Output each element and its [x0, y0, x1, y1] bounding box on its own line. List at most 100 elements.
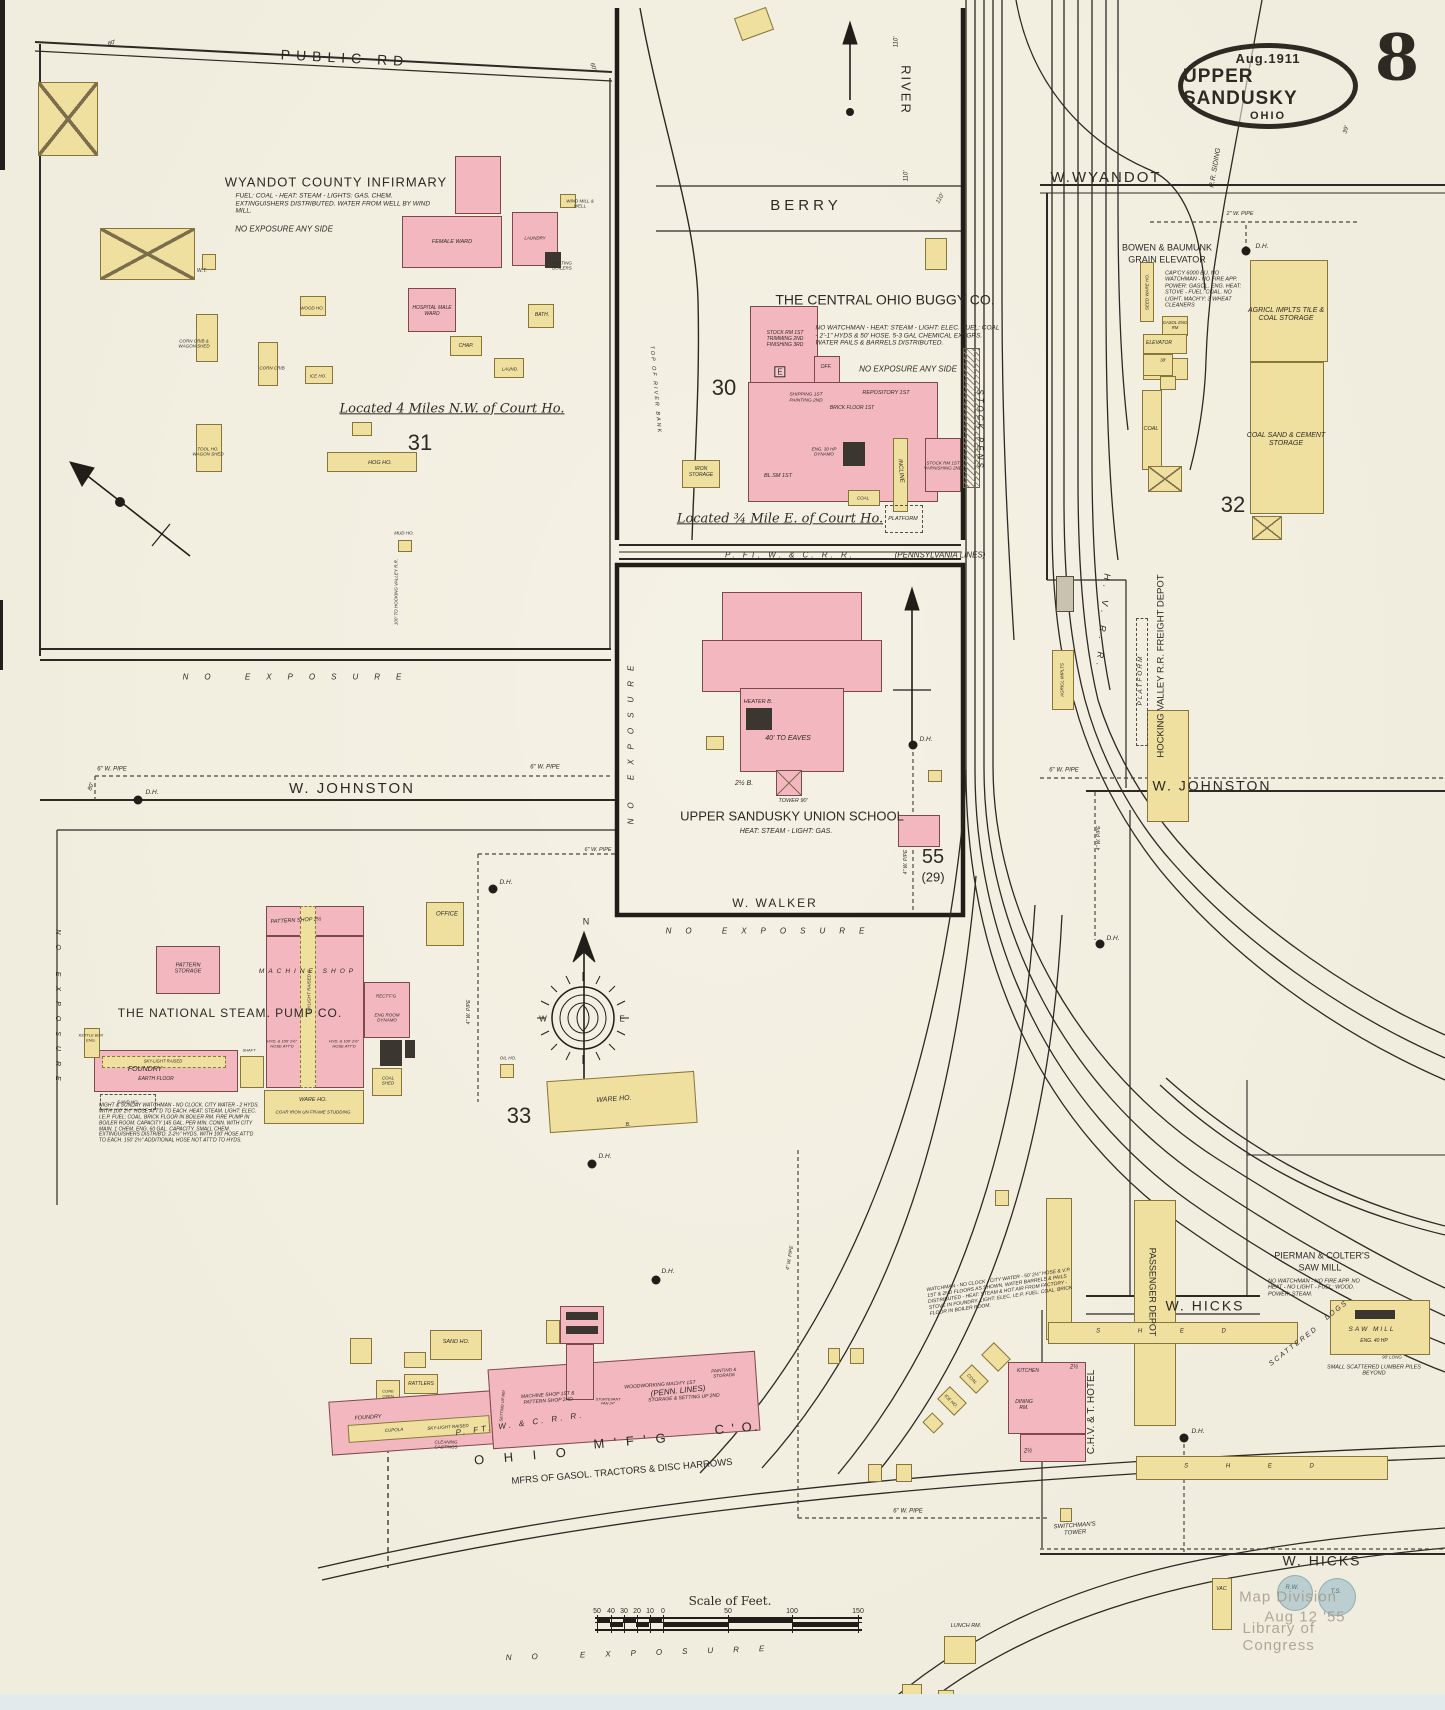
pierman-note: NO WATCHMAN - NO FIRE APP. NO HEAT - NO … — [1268, 1278, 1360, 1298]
building-male-ward — [408, 288, 456, 332]
building-barn-nw — [38, 82, 98, 156]
block-number-32: 32 — [1220, 492, 1246, 518]
scale-cell — [610, 1623, 623, 1627]
agricl-storage-label: AGRICL IMPLTS TILE & COAL STORAGE — [1248, 306, 1324, 322]
building-bottom-pr-b — [896, 1464, 912, 1482]
hog-ho-label: HOG HO. — [368, 459, 392, 466]
ware-ho-b-label: B. — [625, 1122, 631, 1129]
building-pump-office — [426, 902, 464, 946]
double-hydrant-dot — [488, 884, 498, 894]
stock-trim-label: STOCK RM 1ST TRIMMING 2ND FINISHING 3RD — [766, 330, 804, 348]
x-brace-mark — [39, 83, 97, 155]
stamp-line-3: Library of Congress — [1242, 1620, 1316, 1654]
building-school-heater — [746, 708, 772, 730]
scale-tick-number: 100 — [786, 1608, 798, 1615]
scale-tick-number: 10 — [646, 1608, 654, 1615]
building-school-east — [898, 815, 940, 847]
building-female-ward — [402, 216, 502, 268]
x-brace-mark — [777, 771, 801, 795]
pipe-6w-b: 6" W. PIPE — [530, 764, 560, 771]
corn-crib-a-label: CORN CRIB & WAGON SHED — [178, 338, 210, 349]
buggy-office-label: OFF. — [820, 364, 832, 371]
scale-tick-mark — [650, 1615, 651, 1633]
bath-label: BATH. — [534, 312, 550, 319]
office-label: OFFICE — [436, 911, 458, 918]
building-tiny-rr-c — [995, 1190, 1009, 1206]
building-ice-ho — [305, 366, 333, 384]
block-number-31: 31 — [407, 430, 433, 456]
pipe-4w-a: 4" W. PIPE — [466, 999, 473, 1025]
eng-room-label: ENG ROOM DYNAMO — [374, 1012, 400, 1023]
scale-tick-number: 50 — [593, 1608, 601, 1615]
scale-cell — [636, 1623, 649, 1627]
pipe-6w-e: 6" W. PIPE — [893, 1508, 923, 1515]
building-corn-crib-a — [196, 314, 218, 362]
street-w-hicks-1: W. HICKS — [1165, 1297, 1245, 1314]
brick-floor-label: BRICK FLOOR 1ST — [829, 405, 875, 412]
pipe-4w-d: 4" W. PIPE — [903, 849, 910, 875]
dh-g: D.H. — [661, 1268, 675, 1276]
block-number-33: 33 — [506, 1103, 532, 1129]
school-tower-label: TOWER 90' — [778, 797, 808, 804]
street-w-walker: W. WALKER — [732, 895, 818, 910]
double-hydrant-dot — [1095, 939, 1105, 949]
building-factory-win-b — [566, 1326, 598, 1334]
school-title: UPPER SANDUSKY UNION SCHOOL — [680, 808, 904, 824]
infirmary-title: WYANDOT COUNTY INFIRMARY — [224, 174, 448, 190]
pump-note: NIGHT & SUNDAY WATCHMAN - NO CLOCK. CITY… — [99, 1102, 259, 1144]
scale-cell — [597, 1619, 610, 1623]
building-school-annex — [706, 736, 724, 750]
female-ward-label: FEMALE WARD — [431, 238, 473, 245]
north-arrow-berry — [842, 20, 858, 116]
dim-110-c: 110' — [935, 192, 946, 205]
corn-crib-b-label: CORN CRIB — [259, 365, 285, 371]
tool-ho-label: TOOL HO. WAGON SHED — [192, 446, 224, 457]
sheet-date: Aug.1911 — [1235, 50, 1301, 66]
building-pump-door-b — [405, 1040, 415, 1058]
wood-ho-label: WOOD HO. — [300, 305, 324, 311]
building-hog-ho — [327, 452, 417, 472]
building-tiny-rr-a — [828, 1348, 840, 1364]
building-corridor-sm — [925, 238, 947, 270]
scale-tick-number: 0 — [661, 1608, 665, 1615]
building-lunch — [944, 1636, 976, 1664]
building-shed-sm-a — [352, 422, 372, 436]
laund-label: LAUND. — [501, 366, 519, 372]
heating-boilers-label: HEATING BOILERS — [552, 260, 572, 271]
saw-90-label: 90' LONG — [1382, 1354, 1402, 1360]
iron-storage-label: IRON STORAGE — [688, 466, 714, 478]
mud-ho-label: MUD HO. — [394, 530, 414, 536]
bowen-note: CAP'CY 6000 BU. NO WATCHMAN - NO FIRE AP… — [1165, 270, 1242, 309]
double-hydrant-dot — [651, 1275, 661, 1285]
scale-tick-mark — [624, 1615, 625, 1633]
earth-floor-label: EARTH FLOOR — [138, 1076, 174, 1083]
building-bottom-pr-a — [868, 1464, 882, 1482]
foundry-skylight-label: SKY-LIGHT RAISED — [143, 1058, 183, 1064]
coal-narrow-label: COAL — [1143, 425, 1159, 432]
foundry-label: FOUNDRY — [127, 1065, 163, 1073]
building-laund-small — [494, 358, 524, 378]
scale-bar — [595, 1615, 862, 1633]
building-sand-ho-2 — [430, 1330, 482, 1360]
mfg-sturtevant-label: STURTEVANT FAN 24" — [595, 1397, 621, 1406]
street-w-johnston-east: W. JOHNSTON — [1152, 777, 1272, 794]
scale-tick-mark — [792, 1615, 793, 1633]
repository-label: REPOSITORY 1ST — [862, 389, 910, 396]
saw-mill-bld-label: SAW MILL — [1348, 1326, 1396, 1334]
street-public-rd: PUBLIC RD — [280, 46, 410, 70]
platform-freight-label: PLATFORM — [1137, 654, 1145, 706]
scan-margin — [0, 1694, 1445, 1710]
double-hydrant-dot — [1179, 1433, 1189, 1443]
building-pump-annex — [364, 982, 410, 1038]
scale-tick-mark — [663, 1615, 664, 1633]
building-kettle — [84, 1028, 100, 1058]
rr-penn-lines-label: (PENNSYLVANIA LINES) — [894, 550, 986, 560]
scale-tick-number: 40 — [607, 1608, 615, 1615]
compass-west-label: W — [539, 1014, 547, 1024]
building-laundry — [512, 212, 558, 266]
boxed-e-label: E — [774, 366, 786, 378]
building-saw-bar — [1355, 1310, 1395, 1319]
gasol-eng-label: GASOL ENG RM — [1162, 320, 1188, 330]
core-oven-label: CORE OVEN — [382, 1388, 394, 1398]
